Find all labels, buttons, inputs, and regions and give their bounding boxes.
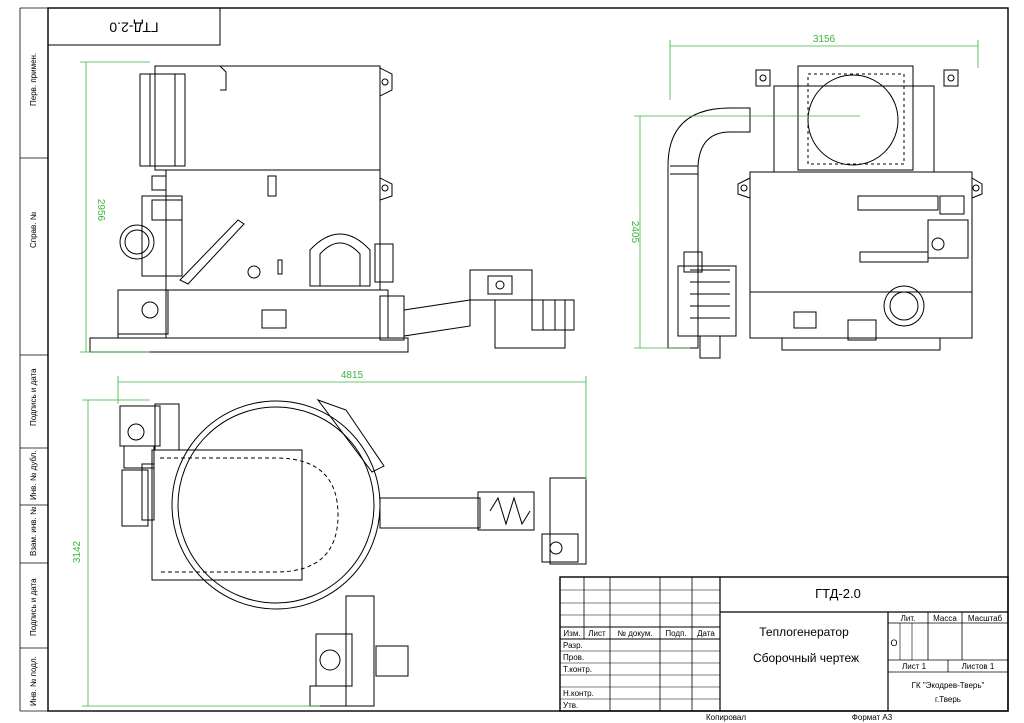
tb-row-tkontr: Т.контр. <box>563 665 592 674</box>
tb-name-line1: Теплогенератор <box>759 625 849 639</box>
tb-designation: ГТД-2.0 <box>815 586 861 601</box>
tb-lit-value: О <box>890 638 897 648</box>
side-view <box>667 65 983 359</box>
dim-front-height: 2956 <box>95 199 106 222</box>
tb-name-line2: Сборочный чертеж <box>753 651 859 665</box>
tb-massa: Масса <box>933 614 957 623</box>
tb-sheet: Лист 1 <box>902 662 927 671</box>
front-view <box>89 65 575 353</box>
strip-vzam-inv: Взам. инв. № <box>29 506 38 556</box>
tb-lit: Лит. <box>901 614 916 623</box>
strip-podpis-data-2: Подпись и дата <box>29 578 38 636</box>
plan-view <box>119 398 587 707</box>
dim-plan-height: 3142 <box>72 540 83 563</box>
tb-col-izm: Изм. <box>563 629 580 638</box>
dim-side-width: 3156 <box>813 34 836 45</box>
dimension-lines <box>80 40 979 707</box>
tb-col-list: Лист <box>588 629 606 638</box>
strip-perv-primen: Перв. примен. <box>29 53 38 106</box>
tb-sheets: Листов 1 <box>962 662 995 671</box>
tb-format: Формат А3 <box>852 713 893 722</box>
tb-org: ГК "Экодрев-Тверь" <box>912 681 985 690</box>
title-block <box>559 576 1009 712</box>
dim-plan-width: 4815 <box>341 370 364 381</box>
tb-col-podp: Подп. <box>665 629 686 638</box>
tb-row-razr: Разр. <box>563 641 583 650</box>
strip-sprav-no: Справ. № <box>29 211 38 248</box>
sheet-frame <box>19 7 1009 712</box>
tb-row-utv: Утв. <box>563 701 578 710</box>
tb-row-prov: Пров. <box>563 653 584 662</box>
tb-city: г.Тверь <box>935 695 961 704</box>
tb-col-data: Дата <box>697 629 715 638</box>
dim-side-height: 2405 <box>629 221 640 244</box>
strip-inv-podl: Инв. № подл. <box>29 656 38 706</box>
tb-col-doc: № докум. <box>617 629 652 638</box>
corner-stamp-text: ГТД-2.0 <box>109 19 158 35</box>
strip-podpis-data-1: Подпись и дата <box>29 368 38 426</box>
tb-kopiroval: Копировал <box>706 713 746 722</box>
tb-row-nkontr: Н.контр. <box>563 689 594 698</box>
tb-masshtab: Масштаб <box>968 614 1003 623</box>
strip-inv-dubl: Инв. № дубл. <box>29 450 38 500</box>
